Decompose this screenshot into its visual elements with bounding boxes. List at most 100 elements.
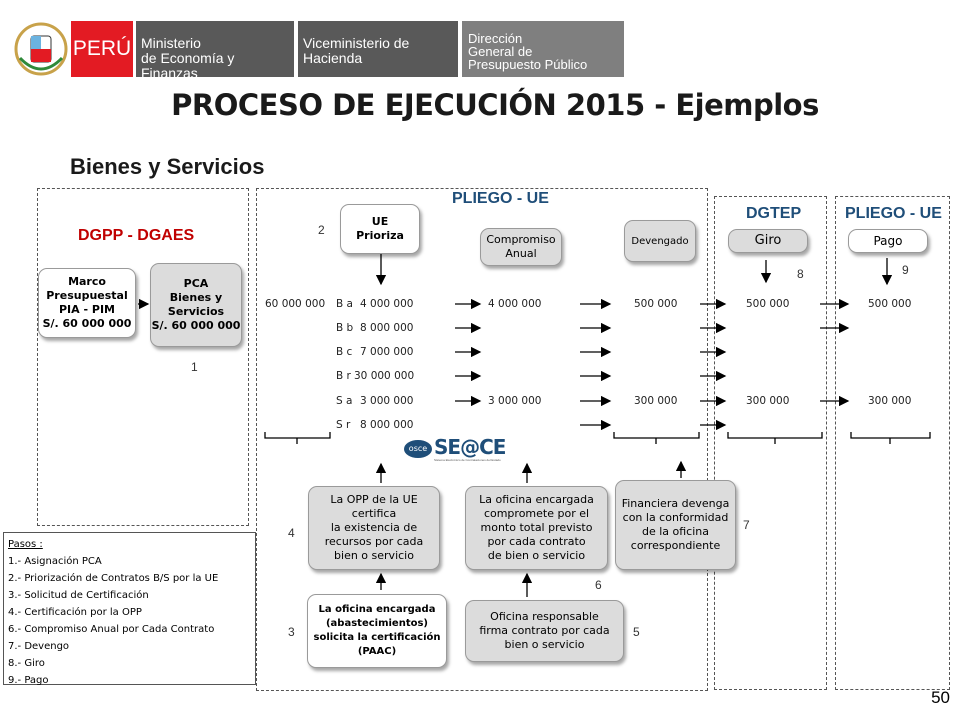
- oc-line-1: La oficina encargada: [479, 493, 594, 506]
- peru-coat-of-arms: [14, 18, 68, 80]
- pca-line-4: S/. 60 000 000: [151, 319, 241, 332]
- marco-line-1: Marco: [68, 275, 106, 288]
- total-amount: 60 000 000: [265, 298, 326, 310]
- bracket: [727, 432, 823, 444]
- ue-prioriza-line-2: Prioriza: [356, 229, 404, 242]
- compromiso-line-2: Anual: [505, 247, 537, 260]
- row-code: B a: [336, 298, 353, 310]
- seace-brand: SE@CE: [434, 435, 506, 459]
- pliego-header: PLIEGO - UE: [452, 190, 549, 207]
- vice-line-2: Hacienda: [303, 50, 363, 66]
- oc-line-3: monto total previsto: [480, 521, 593, 534]
- step-number-1: 1: [191, 360, 198, 374]
- row-compromiso: 4 000 000: [488, 298, 542, 310]
- ue-prioriza-line-1: UE: [371, 215, 389, 228]
- pasos-item: 2.- Priorización de Contratos B/S por la…: [8, 573, 219, 584]
- row-pago: 300 000: [868, 395, 912, 407]
- pliego-region: [256, 188, 708, 691]
- oficina-responsable-box: Oficina responsable firma contrato por c…: [465, 600, 624, 662]
- pasos-item: 1.- Asignación PCA: [8, 556, 102, 567]
- dir-line-1: Dirección: [468, 31, 523, 46]
- row-pago: 500 000: [868, 298, 912, 310]
- step-number-9: 9: [902, 263, 909, 277]
- or-line-2: firma contrato por cada: [479, 624, 610, 637]
- ministerio-label: Ministerio de Economía y Finanzas: [136, 21, 294, 77]
- os-line-1: La oficina encargada: [318, 604, 436, 615]
- giro-box: Giro: [728, 229, 808, 253]
- pliego-right-header: PLIEGO - UE: [845, 205, 942, 222]
- step-number-2: 2: [318, 223, 325, 237]
- pca-line-1: PCA: [183, 277, 209, 290]
- row-amount: 3 000 000: [360, 395, 414, 407]
- marco-line-3: PIA - PIM: [59, 303, 115, 316]
- row-code: B c: [336, 346, 353, 358]
- os-line-4: (PAAC): [357, 646, 397, 657]
- viceministerio-label: Viceministerio de Hacienda: [298, 21, 458, 77]
- bracket: [613, 432, 700, 444]
- pasos-item: 6.- Compromiso Anual por Cada Contrato: [8, 624, 215, 635]
- oc-line-4: por cada contrato: [487, 535, 586, 548]
- dgpp-region: [37, 188, 249, 526]
- oficina-solicita-box: La oficina encargada (abastecimientos) s…: [307, 594, 447, 668]
- step-number-3: 3: [288, 625, 295, 639]
- marco-line-4: S/. 60 000 000: [42, 317, 132, 330]
- row-amount: 4 000 000: [360, 298, 414, 310]
- ministerio-line-3: Finanzas: [141, 65, 198, 78]
- vice-line-1: Viceministerio de: [303, 35, 410, 51]
- dgtep-header: DGTEP: [746, 205, 802, 222]
- ministerio-line-1: Ministerio: [141, 35, 201, 51]
- pasos-legend: Pasos : 1.- Asignación PCA 2.- Priorizac…: [3, 532, 256, 686]
- pasos-item: 4.- Certificación por la OPP: [8, 607, 142, 618]
- opp-line-2: la existencia de: [330, 521, 418, 534]
- row-devengado: 500 000: [634, 298, 678, 310]
- row-code: B b: [336, 322, 354, 334]
- pasos-list: 1.- Asignación PCA 2.- Priorización de C…: [8, 553, 251, 689]
- oc-line-5: de bien o servicio: [487, 549, 586, 562]
- step-number-4: 4: [288, 526, 295, 540]
- direccion-label: Dirección General de Presupuesto Público: [462, 21, 624, 77]
- step-number-6: 6: [595, 578, 602, 592]
- fin-line-2: con la conformidad: [622, 511, 729, 524]
- row-amount: 8 000 000: [360, 419, 414, 431]
- oficina-compromete-box: La oficina encargada compromete por el m…: [465, 486, 608, 570]
- dgpp-header: DGPP - DGAES: [78, 227, 195, 244]
- step-number-8: 8: [797, 267, 804, 281]
- dir-line-2: General de: [468, 44, 533, 59]
- pasos-item: 3.- Solicitud de Certificación: [8, 590, 149, 601]
- fin-line-4: correspondiente: [630, 539, 721, 552]
- or-line-3: bien o servicio: [504, 638, 585, 651]
- pago-label: Pago: [873, 234, 903, 248]
- opp-line-4: bien o servicio: [334, 549, 414, 562]
- marco-presupuestal-box: Marco Presupuestal PIA - PIM S/. 60 000 …: [38, 268, 136, 338]
- row-amount: 7 000 000: [360, 346, 414, 358]
- pasos-title: Pasos :: [8, 539, 43, 550]
- or-line-1: Oficina responsable: [490, 610, 599, 623]
- opp-line-3: recursos por cada: [324, 535, 424, 548]
- row-amount: 8 000 000: [360, 322, 414, 334]
- compromiso-anual-box: Compromiso Anual: [480, 228, 562, 266]
- ministerio-line-2: de Economía y: [141, 50, 235, 66]
- marco-line-2: Presupuestal: [46, 289, 128, 302]
- row-code: B r: [336, 370, 351, 382]
- row-code: S a: [336, 395, 353, 407]
- pasos-item: 8.- Giro: [8, 658, 45, 669]
- pca-box: PCA Bienes y Servicios S/. 60 000 000: [150, 263, 242, 347]
- pliego-right-region: [835, 196, 950, 690]
- step-number-5: 5: [633, 625, 640, 639]
- page-subtitle: Bienes y Servicios: [70, 154, 265, 179]
- row-devengado: 300 000: [634, 395, 678, 407]
- dgtep-region: [714, 196, 827, 690]
- devengado-label: Devengado: [631, 235, 689, 247]
- giro-label: Giro: [754, 233, 782, 248]
- page-title: PROCESO DE EJECUCIÓN 2015 - Ejemplos: [171, 88, 819, 122]
- seace-caption: Sistema Electrónico de Contrataciones de…: [434, 458, 501, 462]
- financiera-devenga-box: Financiera devenga con la conformidad de…: [615, 480, 736, 570]
- bracket: [264, 432, 331, 444]
- opp-certifica-box: La OPP de la UE certifica la existencia …: [308, 486, 440, 570]
- bracket: [850, 432, 931, 444]
- step-number-7: 7: [743, 518, 750, 532]
- seace-logo: osce SE@CE Sistema Electrónico de Contra…: [404, 435, 524, 467]
- fin-line-1: Financiera devenga: [621, 497, 730, 510]
- peru-label: PERÚ: [71, 21, 133, 77]
